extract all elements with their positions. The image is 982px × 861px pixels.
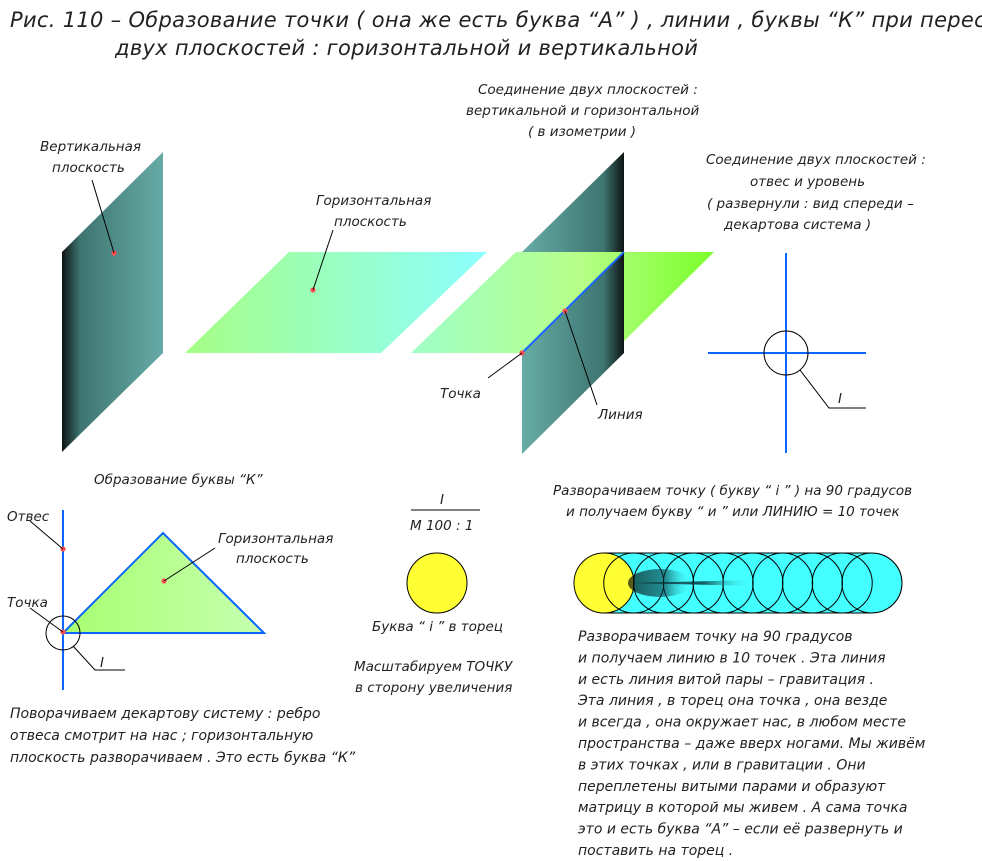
label-horizontal-plane2-1: Горизонтальная bbox=[218, 531, 333, 547]
vertical-plane bbox=[62, 152, 163, 452]
label-point: Точка bbox=[440, 386, 481, 402]
k-plane-leader bbox=[163, 547, 216, 582]
iso-vertical-plane-lower bbox=[522, 252, 624, 454]
k-origin-circle bbox=[45, 615, 81, 651]
paragraph-main-line: и всегда , она окружает нас, в любом мес… bbox=[578, 715, 906, 731]
vertical-plane-leader bbox=[91, 179, 115, 254]
paragraph-main-line: поставить на торец . bbox=[578, 843, 733, 859]
plumb-leader bbox=[29, 520, 64, 550]
k-callout-leader bbox=[72, 645, 125, 671]
label-join-front-3: ( развернули : вид спереди – bbox=[707, 196, 914, 212]
paragraph-main-line: в этих точках , или в гравитации . Они bbox=[578, 757, 866, 773]
label-scale-note-1: Масштабируем ТОЧКУ bbox=[354, 659, 513, 675]
label-vertical-plane-1: Вертикальная bbox=[40, 139, 141, 155]
label-i-mark2: I bbox=[100, 655, 104, 671]
line-twist-shadow bbox=[628, 569, 692, 597]
label-horizontal-plane-1: Горизонтальная bbox=[316, 193, 431, 209]
line-point bbox=[841, 553, 902, 613]
line-of-ten-points bbox=[573, 552, 903, 614]
label-join-iso-1: Соединение двух плоскостей : bbox=[478, 82, 698, 98]
label-join-front-1: Соединение двух плоскостей : bbox=[706, 152, 926, 168]
intersection-line bbox=[521, 251, 625, 354]
label-horizontal-plane-2: плоскость bbox=[334, 214, 407, 230]
paragraph-main-line: Эта линия , в торец она точка , она везд… bbox=[577, 693, 887, 709]
scaled-point-circle bbox=[406, 552, 468, 614]
label-horizontal-plane2-2: плоскость bbox=[236, 551, 309, 567]
line-twist-streak bbox=[633, 580, 752, 586]
label-join-front-2: отвес и уровень bbox=[750, 174, 865, 190]
line-point bbox=[811, 553, 873, 613]
front-callout-leader bbox=[799, 369, 866, 409]
label-point2: Точка bbox=[7, 595, 48, 611]
label-rotate-note-1: Разворачиваем точку ( букву “ i ” ) на 9… bbox=[553, 483, 912, 499]
figure-title-line2: двух плоскостей : горизонтальной и верти… bbox=[114, 36, 698, 60]
label-rotate-note-2: и получаем букву “ и ” или ЛИНИЮ = 10 то… bbox=[566, 504, 900, 520]
paragraph-main-line: переплетены витыми парами и образуют bbox=[578, 779, 886, 795]
paragraph-main-line: и есть линия витой пары – гравитация . bbox=[578, 672, 874, 688]
paragraph-main-line: матрицу в которой мы живем . А сама точк… bbox=[578, 800, 907, 816]
horizontal-plane bbox=[185, 252, 487, 353]
label-join-iso-3: ( в изометрии ) bbox=[528, 124, 636, 140]
label-vertical-plane-2: плоскость bbox=[52, 160, 125, 176]
label-scale-i: I bbox=[440, 492, 444, 508]
paragraph-rotate-system-3: плоскость разворачиваем . Это есть буква… bbox=[10, 750, 356, 766]
label-plumb: Отвес bbox=[7, 509, 50, 525]
paragraph-main-line: Разворачиваем точку на 90 градусов bbox=[578, 629, 853, 645]
front-origin-circle bbox=[763, 330, 809, 376]
paragraph-main-line: это и есть буква “А” – если её развернут… bbox=[578, 822, 903, 838]
horizontal-plane-leader bbox=[312, 229, 334, 291]
label-letter-k: Образование буквы “К” bbox=[94, 472, 264, 488]
paragraph-main-line: и получаем линию в 10 точек . Эта линия bbox=[578, 650, 886, 666]
label-letter-i-face: Буква “ i ” в торец bbox=[372, 619, 503, 635]
figure-title-line1: Рис. 110 – Образование точки ( она же ес… bbox=[10, 8, 982, 32]
iso-horizontal-plane bbox=[411, 252, 714, 353]
label-i-mark: I bbox=[838, 391, 842, 407]
point-leader bbox=[487, 352, 523, 379]
line-leader bbox=[564, 310, 598, 406]
label-join-iso-2: вертикальной и горизонтальной bbox=[466, 103, 699, 119]
label-scale: М 100 : 1 bbox=[410, 518, 473, 534]
paragraph-main-line: пространства – даже вверх ногами. Мы жив… bbox=[578, 736, 926, 752]
label-scale-note-2: в сторону увеличения bbox=[355, 680, 512, 696]
label-line: Линия bbox=[597, 407, 643, 423]
paragraph-rotate-system-1: Поворачиваем декартову систему : ребро bbox=[10, 706, 320, 722]
k-point-leader bbox=[29, 607, 64, 633]
label-join-front-4: декартова система ) bbox=[723, 217, 871, 233]
paragraph-rotate-system-2: отвеса смотрит на нас ; горизонтальную bbox=[10, 728, 314, 744]
